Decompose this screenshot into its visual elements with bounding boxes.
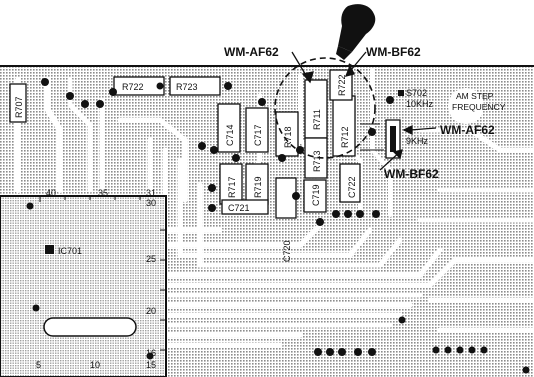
solder-pads: [26, 78, 530, 374]
label-r718: R718: [283, 126, 293, 148]
label-r719: R719: [253, 176, 263, 198]
label-c714: C714: [225, 124, 235, 146]
callout-arrows: [291, 51, 437, 171]
label-wm-bf62-mid: WM-BF62: [384, 167, 439, 181]
label-r722b: R722: [337, 74, 347, 96]
ic-pin-31: 31: [146, 188, 156, 198]
label-r707: R707: [14, 96, 24, 118]
ic701-chip: [0, 195, 167, 377]
r722b-body: [329, 69, 353, 101]
label-r723: R723: [176, 82, 198, 92]
c717-body: [245, 107, 269, 153]
label-r722: R722: [122, 82, 144, 92]
ic-pin-10: 10: [90, 360, 100, 370]
s702-ref: S702: [406, 88, 427, 98]
label-r713: R713: [312, 150, 322, 172]
ic-pin-30: 30: [146, 198, 156, 208]
ic-pin-20: 20: [146, 306, 156, 316]
s702-marker: [398, 90, 404, 96]
ic-pin-16: 16: [146, 348, 156, 358]
s702-switch: [385, 88, 484, 159]
label-c719: C719: [311, 184, 321, 206]
c719-body: [303, 179, 327, 213]
ic-pin-15: 15: [146, 360, 156, 370]
c721-body: [221, 199, 269, 215]
c722-body: [339, 163, 361, 203]
label-r712: R712: [340, 126, 350, 148]
focus-circle: [274, 57, 376, 159]
s702-opt1: 10KHz: [406, 99, 434, 109]
pointing-hand-icon: [336, 4, 376, 60]
label-c720: C720: [282, 240, 292, 262]
label-c721: C721: [228, 203, 250, 213]
ic-pin-25: 25: [146, 254, 156, 264]
r713-body: [304, 137, 328, 179]
r723-body: [169, 76, 221, 96]
s702-caption-2: FREQUENCY: [452, 102, 506, 112]
ic-pin-40: 40: [46, 188, 56, 198]
label-r717: R717: [227, 176, 237, 198]
ic-pin-35: 35: [98, 188, 108, 198]
ic701-ref: IC701: [58, 246, 82, 256]
r707-body: [9, 83, 27, 123]
label-r711: R711: [312, 109, 322, 130]
label-wm-bf62-top: WM-BF62: [366, 45, 421, 59]
c714-body: [217, 103, 241, 153]
ic-pin-5: 5: [36, 360, 41, 370]
component-outlines: [9, 69, 361, 219]
label-wm-af62-top: WM-AF62: [224, 45, 279, 59]
r722-body: [113, 76, 165, 96]
label-c717: C717: [253, 124, 263, 146]
label-c722: C722: [347, 176, 357, 198]
ic701-marker: [45, 245, 54, 254]
s702-opt2: 9KHz: [406, 136, 429, 146]
label-wm-af62-right: WM-AF62: [440, 123, 495, 137]
s702-caption-1: AM STEP: [456, 91, 494, 101]
